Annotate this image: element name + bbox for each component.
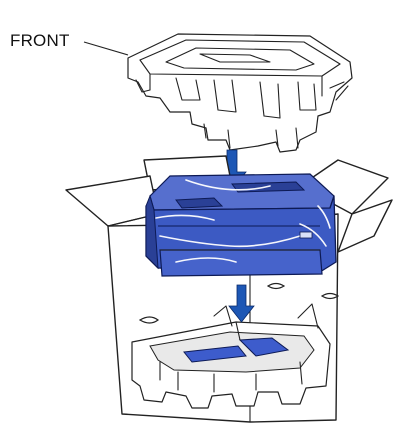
top-foam-insert (127, 33, 353, 153)
printer (145, 173, 337, 277)
front-leader-line (83, 41, 129, 56)
down-arrow-icon (228, 284, 255, 323)
bottom-foam-insert (131, 303, 331, 409)
front-label: FRONT (10, 31, 70, 50)
